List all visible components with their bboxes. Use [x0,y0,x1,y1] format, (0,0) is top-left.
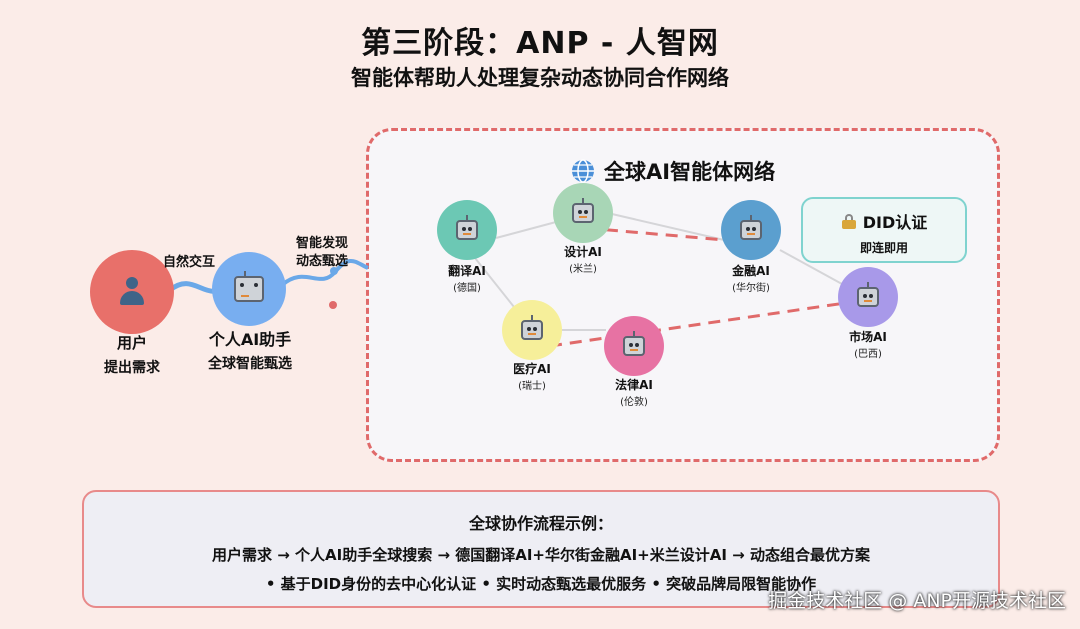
agent-translate-label: 翻译AI (德国) [448,264,486,294]
network-title: 全球AI智能体网络 [570,156,775,186]
did-title: DID认证 [862,213,928,232]
agent-translate-node [437,200,497,260]
example-flow: 用户需求 → 个人AI助手全球搜索 → 德国翻译AI+华尔街金融AI+米兰设计A… [212,546,870,564]
did-subtitle: 即连即用 [859,241,908,255]
agent-finance-label: 金融AI (华尔街) [732,264,770,294]
robot-icon [521,315,543,340]
robot-icon [572,198,594,223]
assistant-name: 个人AI助手 [208,330,292,349]
agent-design-node [553,183,613,243]
interaction-label: 自然交互 [163,255,216,270]
robot-icon [857,282,879,307]
robot-icon [623,331,645,356]
agent-market-label: 市场AI (巴西) [849,330,887,360]
discovery-label: 智能发现 动态甄选 [296,235,348,271]
user-label: 用户 提出需求 [92,332,172,377]
globe-icon [572,159,594,183]
link-dot-red [329,301,337,309]
user-name: 用户 [116,334,147,352]
example-box: 全球协作流程示例： 用户需求 → 个人AI助手全球搜索 → 德国翻译AI+华尔街… [82,490,1000,608]
assistant-desc: 全球智能甄选 [208,356,292,372]
did-auth-box: DID认证 即连即用 [801,197,967,263]
page-title: 第三阶段：ANP - 人智网 [361,26,719,61]
discovery-line1: 智能发现 [296,236,349,251]
lock-icon [841,213,857,229]
agent-medical-node [502,300,562,360]
user-node [90,250,174,334]
robot-icon [456,215,478,240]
page-subtitle: 智能体帮助人处理复杂动态协同合作网络 [351,66,729,90]
network-title-text: 全球AI智能体网络 [604,160,776,184]
robot-icon [234,271,264,302]
robot-icon [740,215,762,240]
example-features: • 基于DID身份的去中心化认证 • 实时动态甄选最优服务 • 突破品牌局限智能… [265,575,817,593]
user-desc: 提出需求 [104,360,160,376]
assistant-node [212,252,286,326]
agent-market-node [838,267,898,327]
agent-legal-label: 法律AI (伦敦) [615,378,653,408]
example-title: 全球协作流程示例： [468,514,613,533]
agent-design-label: 设计AI (米兰) [564,245,602,275]
agent-medical-label: 医疗AI (瑞士) [513,362,551,392]
agent-legal-node [604,316,664,376]
user-icon [117,277,147,307]
discovery-line2: 动态甄选 [296,254,349,269]
agent-finance-node [721,200,781,260]
assistant-label: 个人AI助手 全球智能甄选 [188,326,312,373]
watermark: 掘金技术社区 @ ANP开源技术社区 [768,590,1066,612]
